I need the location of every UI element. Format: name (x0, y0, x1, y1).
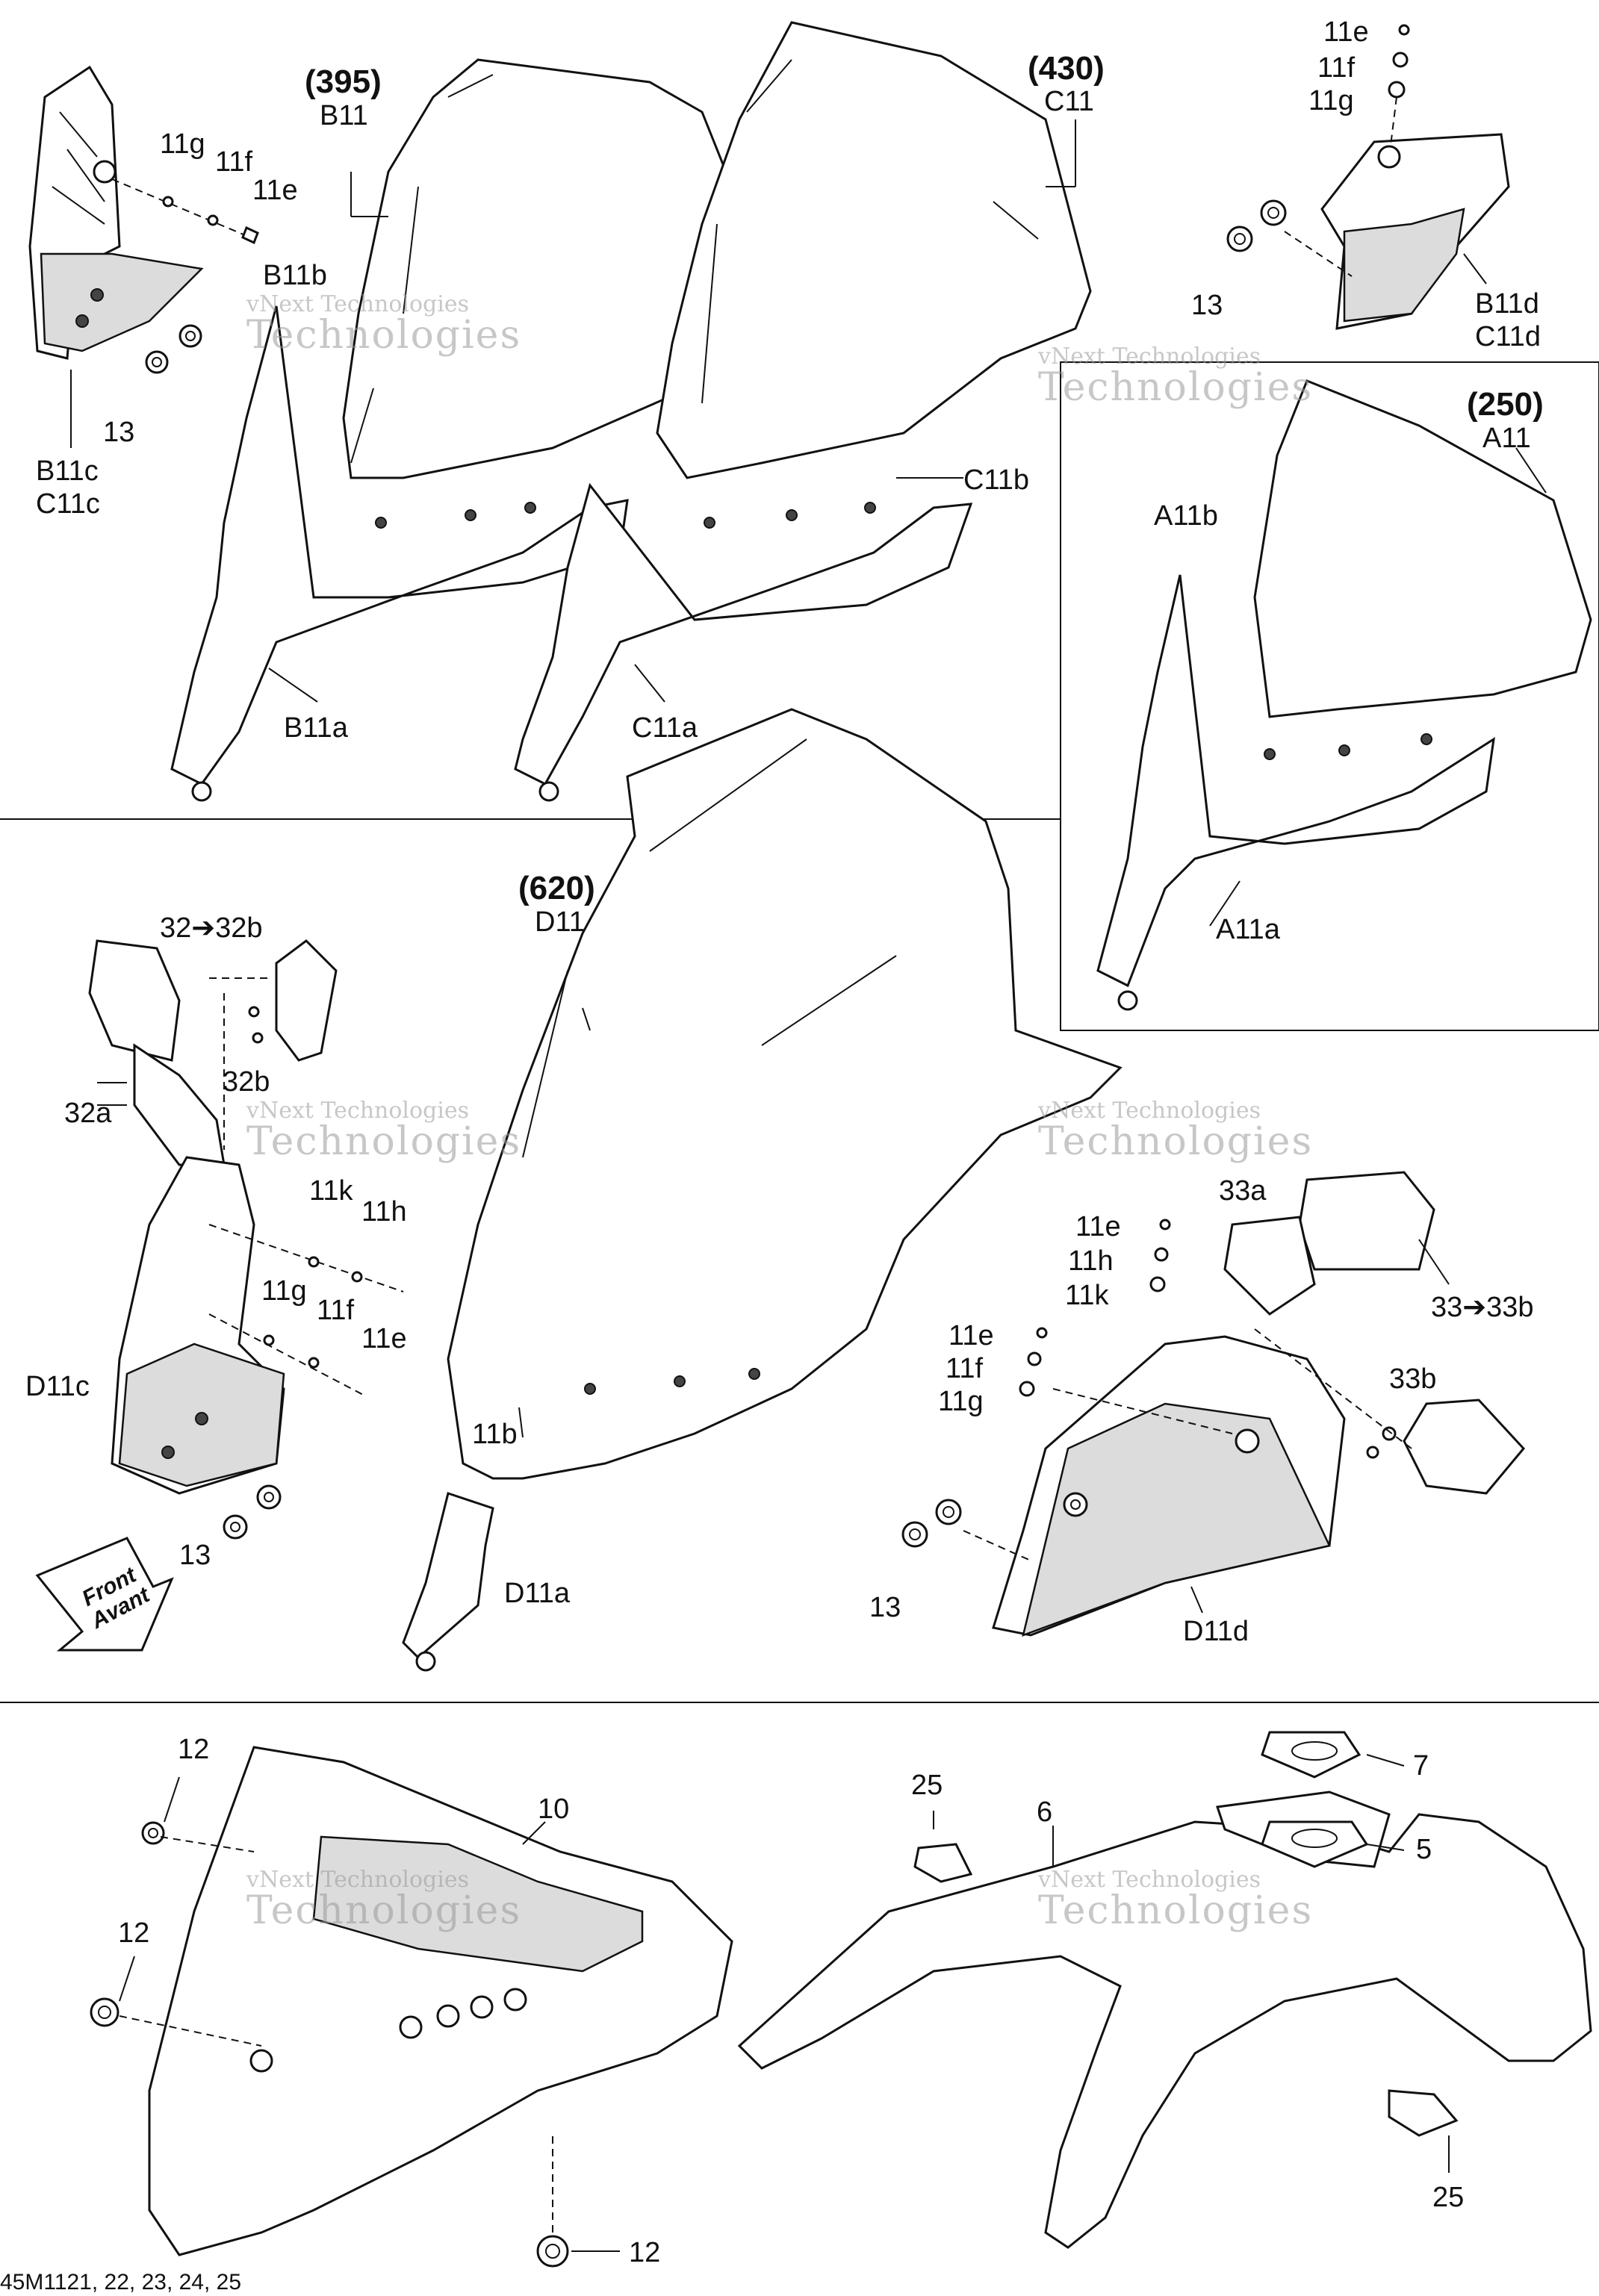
label-11e: 11e (252, 175, 298, 206)
label-6: 6 (1037, 1796, 1053, 1828)
label-b11c: B11c (36, 455, 99, 487)
label-a11b: A11b (1154, 500, 1218, 532)
front-arrow (35, 1537, 174, 1652)
label-13: 13 (179, 1540, 211, 1571)
label-d11c: D11c (25, 1371, 90, 1402)
drawing-reference: 45M1121, 22, 23, 24, 25 (0, 2270, 242, 2295)
label-c11b: C11b (963, 464, 1030, 496)
label-b11d: B11d (1475, 288, 1539, 320)
label-11h: 11h (1068, 1245, 1114, 1277)
label-13: 13 (869, 1592, 901, 1623)
label-b11: B11 (320, 100, 368, 131)
label-d11: D11 (535, 906, 585, 938)
label-13: 13 (103, 417, 135, 448)
label-25: 25 (911, 1770, 943, 1801)
label-13: 13 (1191, 290, 1223, 321)
label-11e: 11e (1323, 16, 1369, 48)
label-11g: 11g (1308, 85, 1354, 116)
b11d-bracket (1226, 24, 1510, 330)
label-11e: 11e (948, 1320, 994, 1351)
label-d11a: D11a (504, 1578, 571, 1609)
part-10-nose (90, 1746, 733, 2268)
label-b11a: B11a (284, 712, 348, 744)
label-c11: C11 (1044, 86, 1094, 117)
label-11e: 11e (361, 1323, 407, 1354)
label-7: 7 (1413, 1750, 1429, 1782)
label-d11d: D11d (1183, 1616, 1249, 1647)
b11-windshield (342, 58, 748, 479)
label-11g: 11g (938, 1386, 984, 1417)
label-a11: A11 (1482, 423, 1531, 454)
label-12: 12 (629, 2237, 661, 2268)
label-11h: 11h (361, 1196, 407, 1228)
part-6-hood (737, 1731, 1592, 2249)
label-32a: 32a (64, 1098, 112, 1129)
label-c11d: C11d (1475, 321, 1541, 352)
label-11k: 11k (1065, 1280, 1109, 1311)
label-33a: 33a (1219, 1175, 1267, 1207)
label-11f: 11f (215, 146, 253, 178)
label-395: (395) (305, 63, 382, 100)
label-33b: 33b (1389, 1363, 1437, 1395)
d11d-bracket (901, 1171, 1525, 1637)
label-11f: 11f (1317, 52, 1356, 84)
label-c11a: C11a (632, 712, 698, 744)
label-11g: 11g (160, 128, 205, 160)
label-b11b: B11b (263, 260, 327, 291)
a11-windshield (1096, 379, 1592, 1011)
label-25: 25 (1432, 2182, 1465, 2213)
c11-windshield (656, 21, 1092, 479)
d11-windshield (402, 708, 1123, 1672)
label-33-33b: 33➔33b (1431, 1292, 1534, 1323)
label-11k: 11k (309, 1175, 353, 1207)
label-11f: 11f (946, 1353, 984, 1384)
label-32-32b: 32➔32b (160, 912, 263, 944)
a11-frame (1060, 361, 1599, 1031)
label-5: 5 (1416, 1834, 1432, 1865)
label-32b: 32b (223, 1066, 270, 1098)
c11a-cowl (514, 477, 973, 802)
label-250: (250) (1467, 386, 1544, 423)
b11a-cowl (170, 305, 629, 802)
label-11e: 11e (1075, 1211, 1121, 1242)
b11c-bracket (28, 65, 259, 448)
label-12: 12 (178, 1734, 210, 1765)
label-10: 10 (538, 1793, 570, 1825)
label-11b: 11b (472, 1419, 518, 1450)
label-11f: 11f (317, 1295, 355, 1326)
label-c11c: C11c (36, 488, 100, 520)
label-12: 12 (118, 1917, 150, 1949)
d11c-bracket (88, 939, 404, 1540)
label-11g: 11g (261, 1275, 307, 1307)
label-620: (620) (518, 870, 595, 906)
label-a11a: A11a (1216, 914, 1280, 945)
label-430: (430) (1028, 50, 1105, 87)
